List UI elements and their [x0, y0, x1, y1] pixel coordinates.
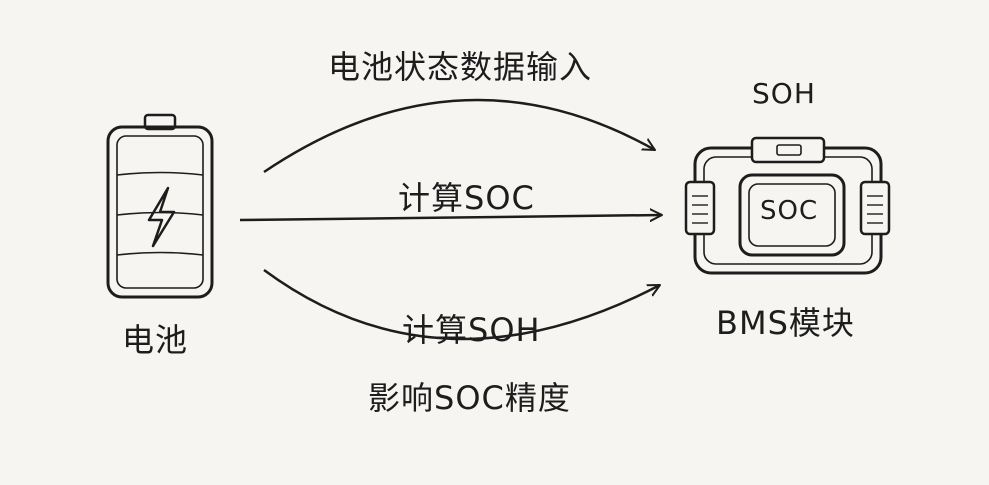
bms-module-icon: [684, 136, 891, 275]
label-middle-arrow: 计算SOC: [398, 179, 535, 217]
arrow-top: [263, 98, 655, 174]
lightning-bolt-icon: [147, 186, 176, 248]
label-below-bottom: 影响SOC精度: [368, 379, 571, 417]
label-bms-top: SOH: [752, 77, 816, 110]
label-top-arrow: 电池状态数据输入: [328, 48, 593, 86]
label-bms-module: BMS模块: [716, 304, 855, 342]
arrow-middle: [239, 215, 662, 220]
battery-icon: [106, 113, 214, 299]
label-bottom-arrow: 计算SOH: [402, 311, 541, 349]
arrow-bottom: [263, 268, 660, 341]
label-battery: 电池: [122, 321, 189, 359]
label-bms-screen: SOC: [760, 196, 819, 226]
